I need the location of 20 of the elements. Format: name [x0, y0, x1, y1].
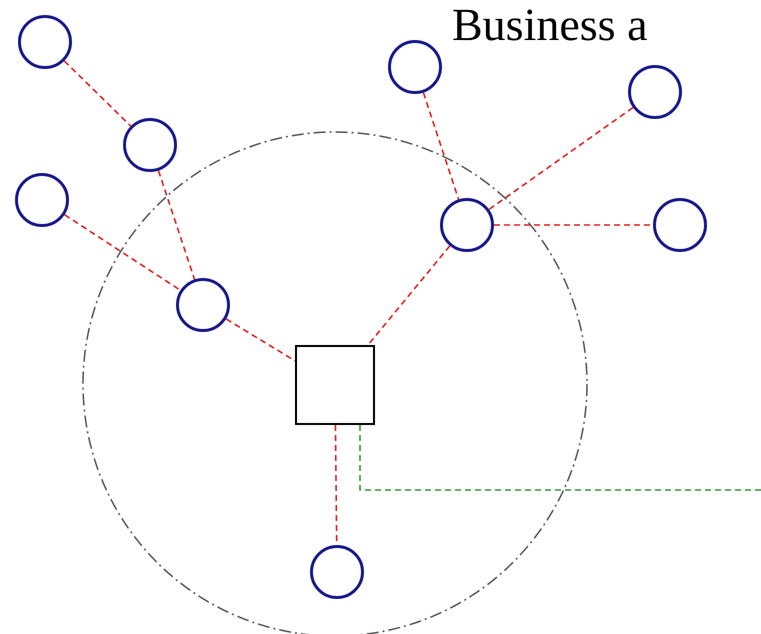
- network-node-circle: [123, 118, 177, 172]
- network-node-circle: [15, 173, 69, 227]
- connector-line: [488, 106, 634, 210]
- connector-line: [422, 92, 460, 200]
- connector-line: [359, 425, 761, 491]
- connector-line: [226, 318, 296, 362]
- connector-line: [494, 224, 653, 226]
- network-node-circle: [628, 65, 682, 119]
- central-node-square: [295, 345, 375, 425]
- network-node-circle: [18, 15, 72, 69]
- connector-line: [64, 214, 181, 291]
- connector-line: [64, 60, 132, 127]
- title: Business a: [452, 0, 648, 50]
- network-node-circle: [653, 198, 707, 252]
- network-node-circle: [310, 545, 364, 599]
- connector-line: [367, 245, 450, 346]
- network-node-circle: [440, 198, 494, 252]
- network-node-circle: [176, 278, 230, 332]
- network-node-circle: [388, 40, 442, 94]
- connector-line: [158, 170, 196, 280]
